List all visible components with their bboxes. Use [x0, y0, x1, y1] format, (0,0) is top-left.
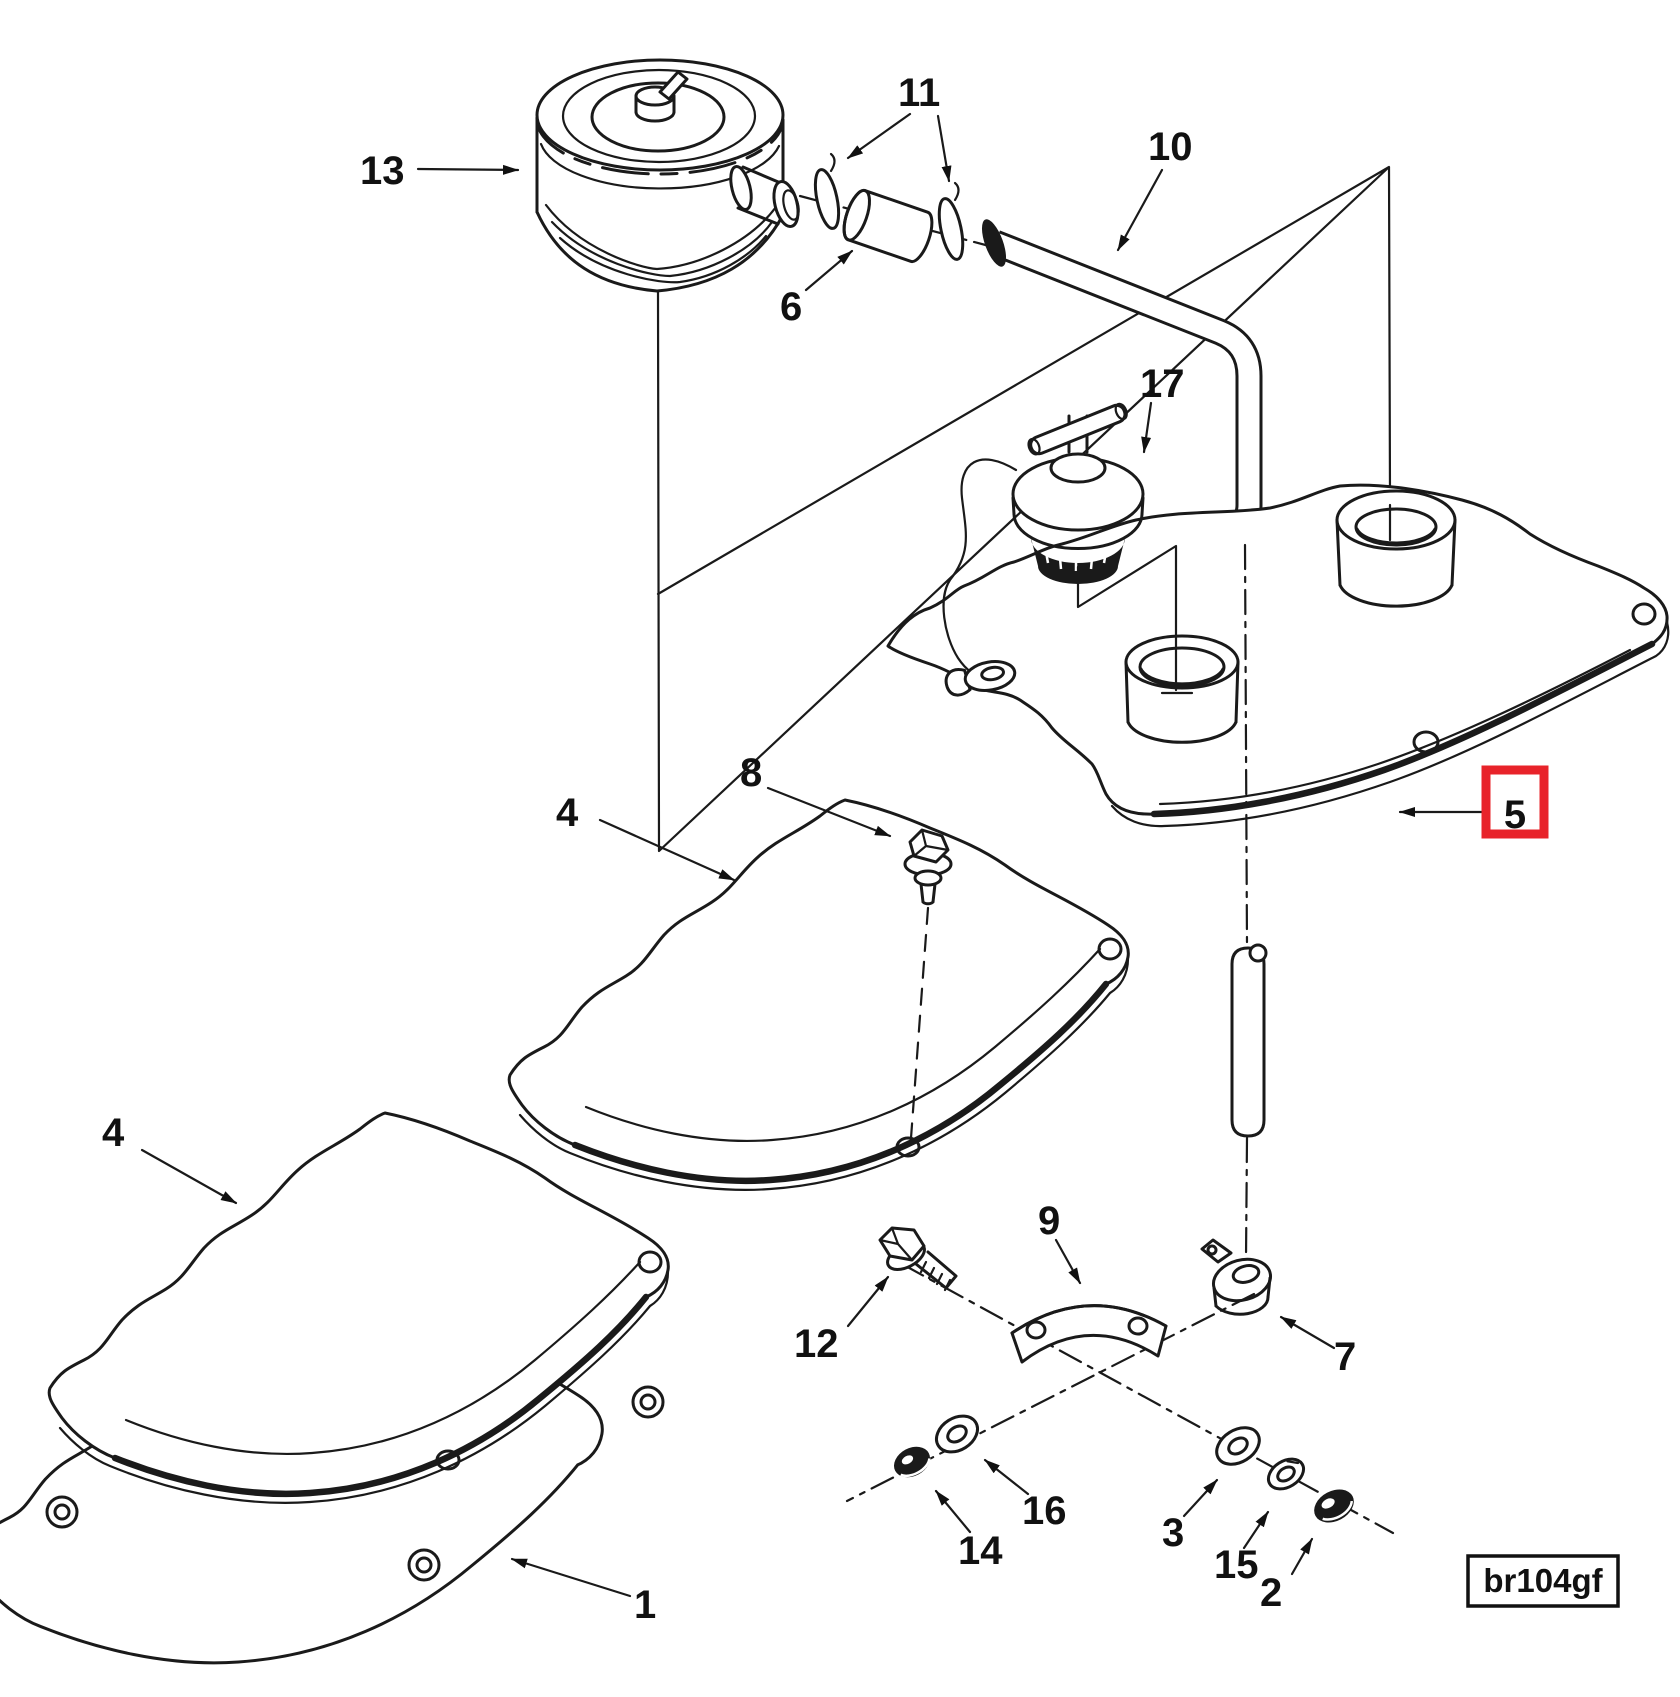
figure-code: br104gf [1466, 1554, 1620, 1608]
callout-6: 6 [780, 285, 802, 329]
callout-9: 9 [1038, 1199, 1060, 1243]
callout-16: 16 [1022, 1489, 1067, 1533]
figure-code-box [1466, 1554, 1620, 1608]
leader-12 [846, 1275, 890, 1328]
lock-washer-15-illustration [1266, 1457, 1306, 1491]
bolt-12-illustration [878, 1226, 958, 1292]
callout-14: 14 [958, 1529, 1003, 1573]
air-breather-cap-illustration [535, 58, 800, 293]
leader-11b [936, 114, 952, 183]
valve-cover-5-illustration [886, 483, 1670, 828]
callout-1: 1 [634, 1583, 656, 1627]
bracket-illustration [1010, 1304, 1168, 1364]
callout-3: 3 [1162, 1511, 1184, 1555]
vent-tower-illustration [1335, 489, 1457, 608]
callout-12: 12 [794, 1322, 839, 1366]
callout-5: 5 [1504, 793, 1526, 837]
loop-clamp-illustration [1200, 1238, 1272, 1316]
washer-16-illustration [935, 1414, 979, 1454]
centerline-and-pipe [1230, 543, 1268, 1260]
breather-outlet-illustration [729, 165, 800, 228]
leader-13 [416, 164, 520, 175]
callout-17: 17 [1140, 362, 1185, 406]
callout-13: 13 [360, 149, 405, 193]
filler-tower-illustration [1124, 634, 1240, 744]
leader-1 [510, 1557, 632, 1598]
leader-8 [766, 786, 892, 838]
leader-14 [934, 1489, 972, 1534]
callout-15: 15 [1214, 1543, 1259, 1587]
centerline-left-stud [900, 1262, 1395, 1535]
nut-2-illustration [1314, 1489, 1354, 1523]
figure-code-text: br104gf [1483, 1562, 1603, 1599]
chain-ring-illustration [944, 660, 1017, 697]
leader-16 [983, 1458, 1030, 1496]
highlighted-callout-5[interactable]: 5 [1398, 765, 1549, 839]
callout-10: 10 [1148, 125, 1193, 169]
leader-6 [804, 249, 854, 292]
callouts: 13 11 6 10 17 4 8 4 1 12 9 7 14 16 3 15 [102, 71, 1356, 1627]
leader-4-middle [598, 818, 736, 882]
callout-4-middle: 4 [556, 791, 579, 835]
leader-7 [1279, 1315, 1336, 1350]
callout-7: 7 [1334, 1335, 1356, 1379]
gasket-illustration [0, 1276, 665, 1657]
valve-cover-middle-illustration [509, 800, 1128, 1190]
leader-17 [1141, 401, 1153, 454]
callout-8: 8 [740, 751, 762, 795]
nut-14-illustration [893, 1446, 931, 1478]
hose-and-clamps-illustration [798, 152, 995, 264]
leader-2 [1290, 1537, 1314, 1576]
leader-11a [846, 112, 912, 160]
leader-10 [1116, 168, 1164, 252]
pipe-segment-illustration [1230, 946, 1266, 1138]
leader-4-bottom [140, 1148, 238, 1205]
filler-cap-illustration [942, 402, 1194, 697]
callout-11: 11 [898, 71, 940, 115]
washer-3-illustration [1215, 1426, 1261, 1466]
highlight-box [1481, 765, 1549, 839]
leader-15 [1242, 1510, 1270, 1550]
callout-2: 2 [1260, 1571, 1282, 1615]
leader-3 [1182, 1478, 1219, 1518]
leader-9 [1054, 1238, 1082, 1285]
bolt-8-illustration [903, 828, 953, 1140]
callout-4-bottom: 4 [102, 1111, 125, 1155]
